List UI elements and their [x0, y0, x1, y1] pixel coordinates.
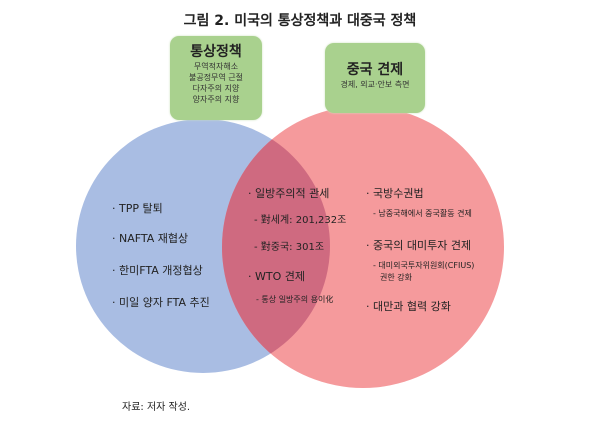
- center-subitem: - 對세계: 201,232조: [254, 215, 347, 226]
- right-item: · 국방수권법: [366, 187, 424, 200]
- china-containment-heading: 중국 견제: [346, 62, 404, 78]
- left-item: · TPP 탈퇴: [112, 202, 163, 215]
- right-subitem: - 남중국해에서 중국활동 견제: [373, 209, 472, 218]
- center-subitem: - 對중국: 301조: [254, 242, 325, 253]
- center-item: · 일방주의적 관세: [248, 187, 330, 200]
- right-subitem: - 대미외국투자위원회(CFIUS): [373, 261, 475, 270]
- box-subtitle: 경제, 외교·안보 측면: [340, 80, 410, 89]
- overlap-region: [222, 119, 330, 373]
- right-subitem: 권한 강화: [380, 273, 412, 282]
- trade-policy-heading: 통상정책: [190, 44, 242, 60]
- figure-title: 그림 2. 미국의 통상정책과 대중국 정책: [183, 13, 417, 29]
- box-line: 불공정무역 근절: [188, 73, 244, 82]
- left-item: · 미일 양자 FTA 추진: [112, 296, 210, 309]
- left-item: · NAFTA 재협상: [112, 232, 189, 245]
- right-item: · 대만과 협력 강화: [366, 300, 451, 313]
- box-line: 양자주의 지향: [192, 95, 240, 104]
- center-subitem: - 통상 일방주의 용이化: [256, 295, 334, 304]
- source-note: 자료: 저자 작성.: [122, 402, 191, 413]
- trade-policy-box: 통상정책 무역적자해소 불공정무역 근절 다자주의 지양 양자주의 지향: [170, 36, 262, 120]
- left-item: · 한미FTA 개정협상: [112, 264, 203, 277]
- center-item: · WTO 견제: [248, 270, 305, 283]
- box-line: 무역적자해소: [193, 62, 239, 71]
- right-item: · 중국의 대미투자 견제: [366, 239, 472, 252]
- box-line: 다자주의 지양: [192, 84, 240, 93]
- china-containment-box: 중국 견제 경제, 외교·안보 측면: [325, 43, 425, 113]
